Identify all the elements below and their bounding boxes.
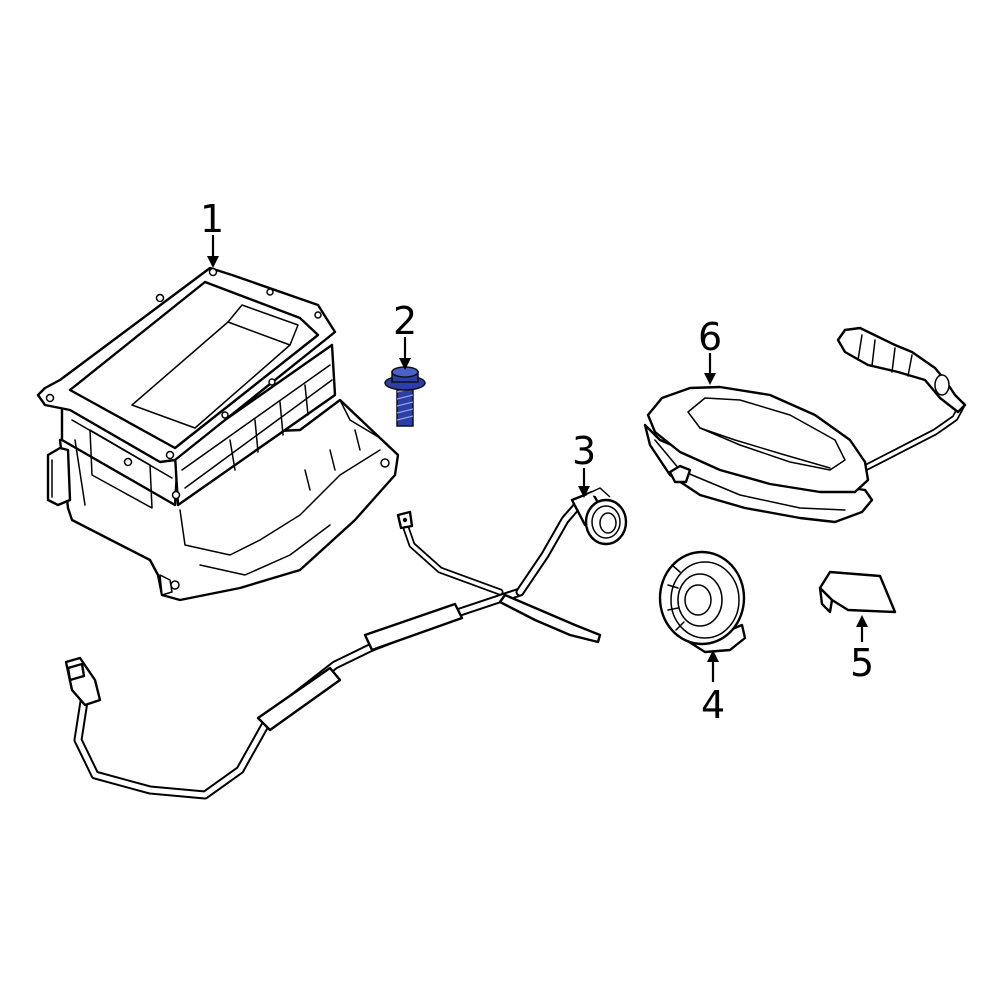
callout-1: 1 <box>200 197 224 241</box>
part-1-control-module[interactable] <box>36 266 400 602</box>
callout-2: 2 <box>393 299 417 343</box>
callout-5: 5 <box>850 641 874 685</box>
callout-6: 6 <box>698 315 722 359</box>
part-6-charge-inlet[interactable] <box>643 326 967 524</box>
part-5-cover-cap[interactable] <box>818 570 897 614</box>
callout-arrows <box>207 235 868 682</box>
part-4-port-ring[interactable] <box>658 550 747 654</box>
part-2-bolt[interactable] <box>384 366 426 427</box>
callout-3: 3 <box>572 429 596 473</box>
part-3-charge-harness[interactable] <box>64 487 628 800</box>
callout-4: 4 <box>701 683 725 727</box>
